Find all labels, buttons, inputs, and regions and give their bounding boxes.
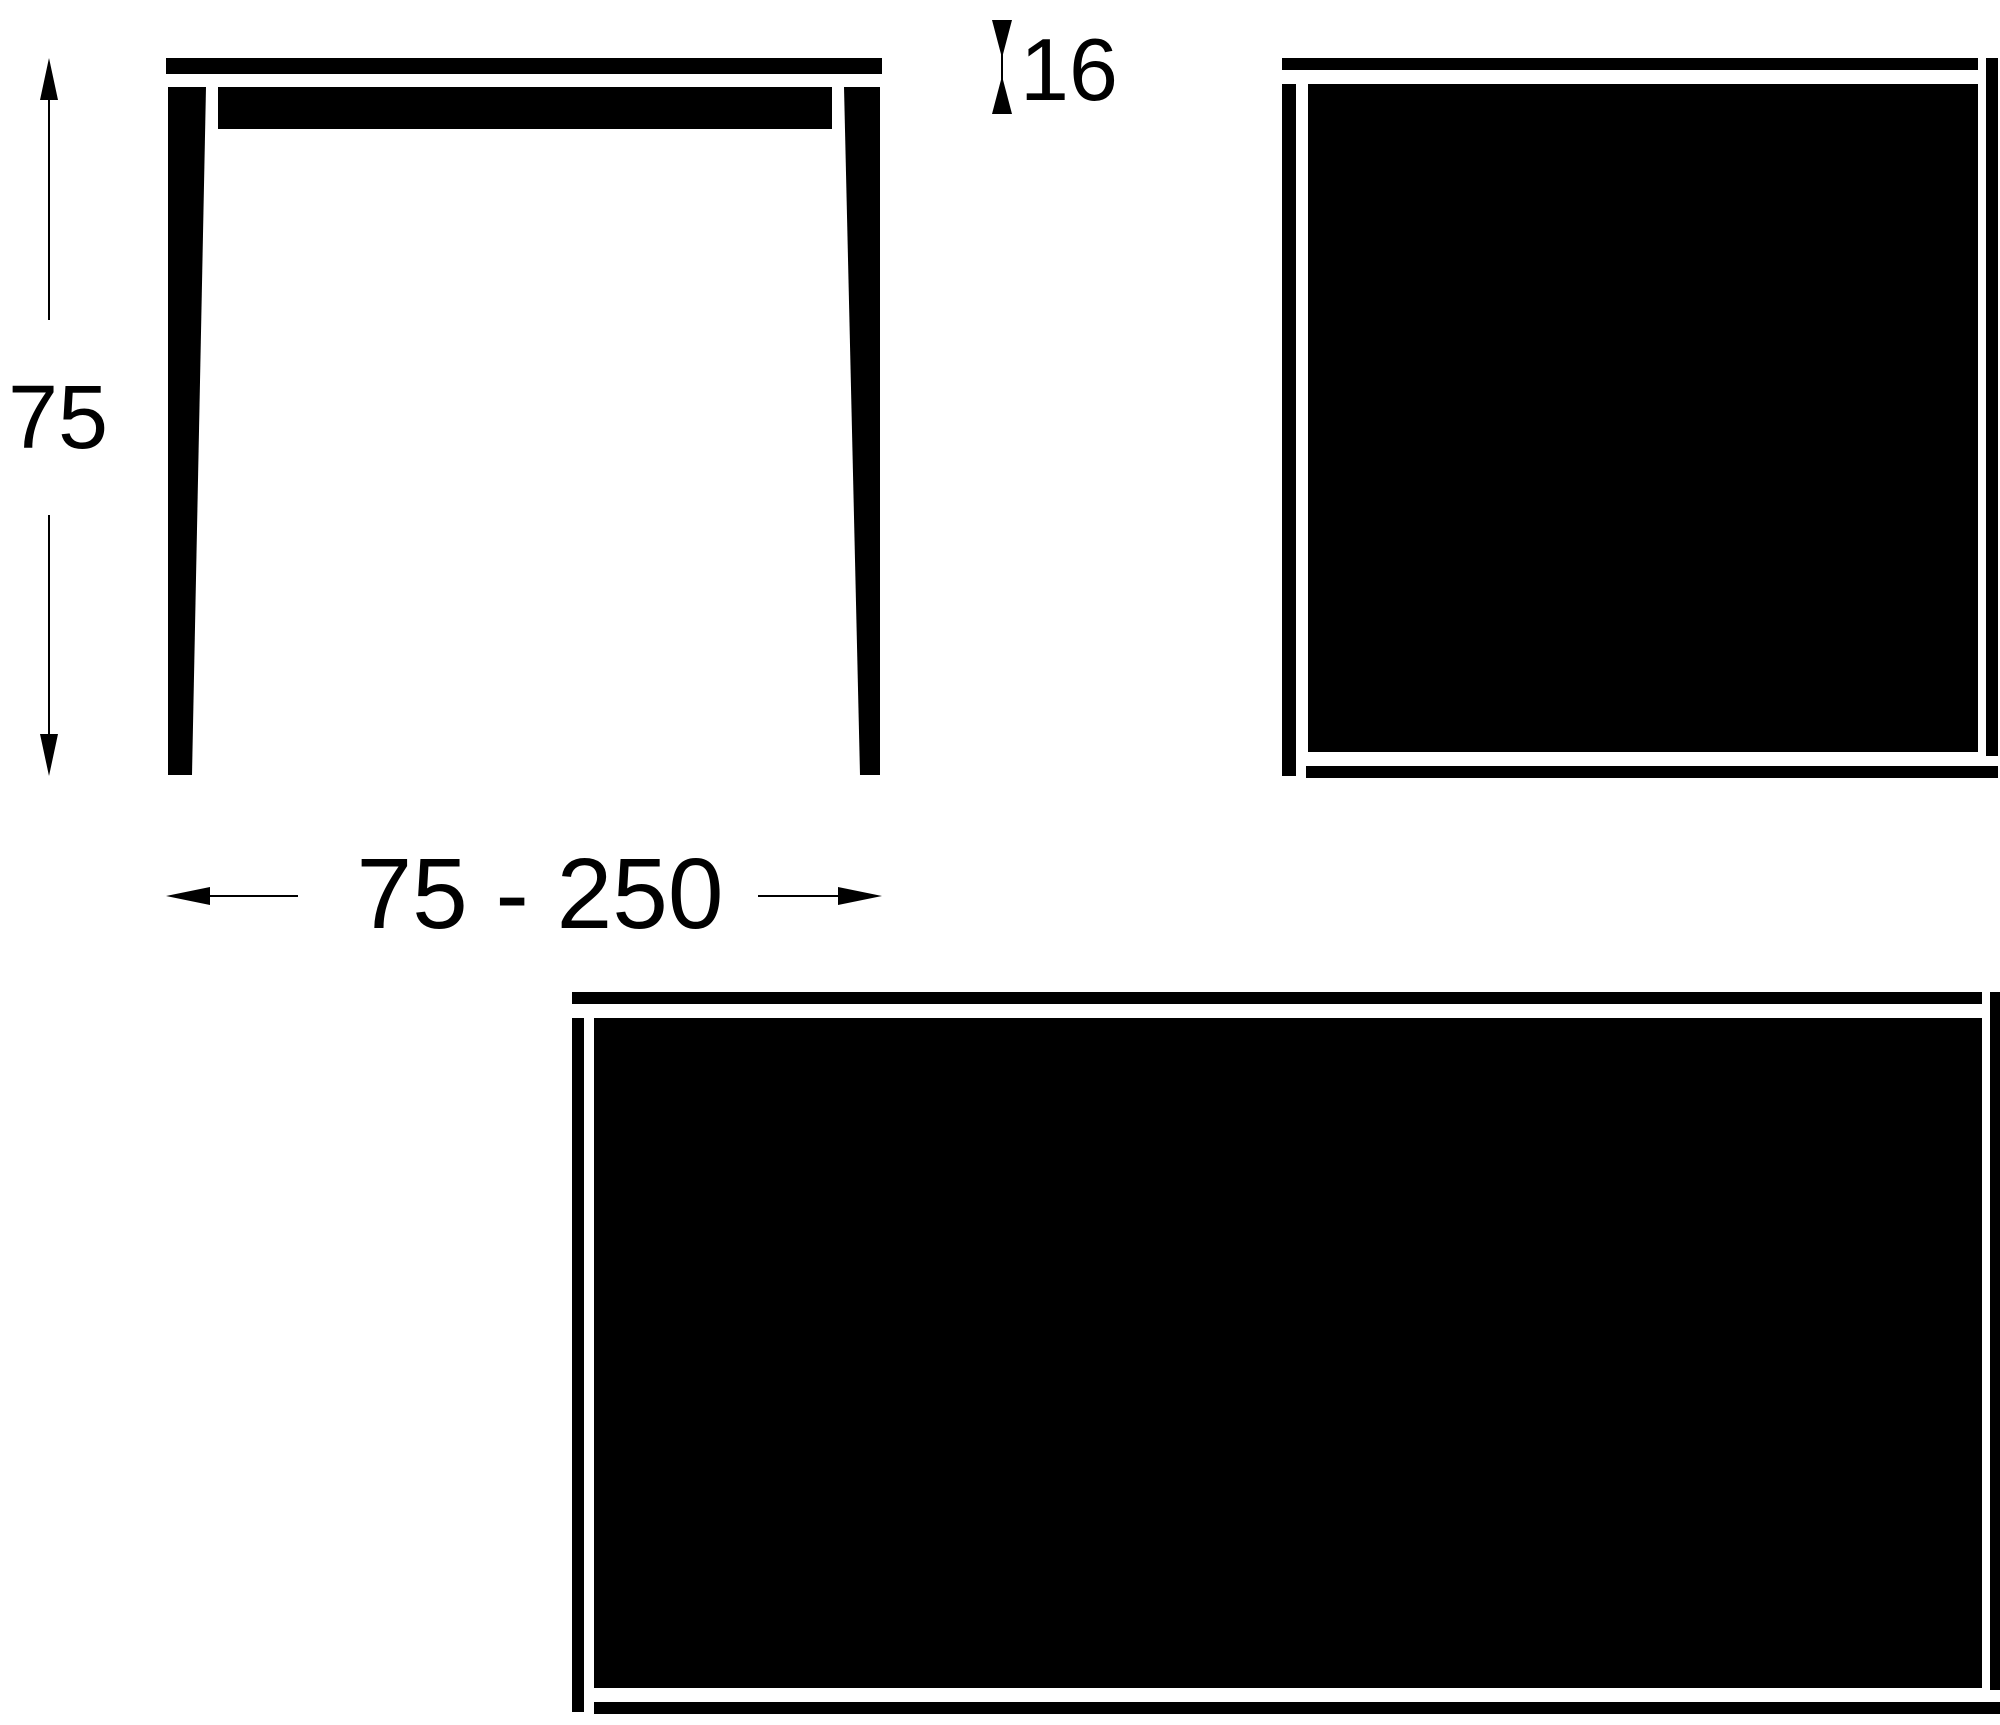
width-dimension: 75 - 250 (166, 838, 882, 950)
rect-edge-top (572, 992, 1982, 1004)
height-arrow-up-icon (40, 58, 58, 100)
rect-edge-right (1990, 992, 2000, 1690)
thickness-dimension: 16 (992, 20, 1118, 119)
height-dimension: 75 (8, 58, 108, 776)
left-leg (168, 87, 206, 775)
square-edge-top (1282, 58, 1978, 70)
plan-view-rectangular-table (572, 992, 2000, 1714)
rect-edge-left (572, 1018, 584, 1712)
square-edge-left (1282, 84, 1296, 776)
square-tabletop (1308, 84, 1978, 752)
width-label: 75 - 250 (357, 838, 724, 950)
apron-rail (218, 87, 832, 129)
right-leg (844, 87, 880, 775)
height-arrow-down-icon (40, 734, 58, 776)
square-edge-right (1986, 58, 1998, 756)
thickness-label: 16 (1020, 20, 1118, 119)
table-top-edge (166, 58, 882, 74)
rectangular-tabletop (594, 1018, 1982, 1688)
square-edge-bottom (1306, 766, 1998, 778)
plan-view-square-table (1282, 58, 1998, 778)
width-arrow-right-icon (838, 887, 882, 905)
width-arrow-left-icon (166, 887, 210, 905)
front-elevation (166, 58, 882, 775)
rect-edge-bottom (594, 1702, 2000, 1714)
height-label: 75 (8, 368, 108, 468)
